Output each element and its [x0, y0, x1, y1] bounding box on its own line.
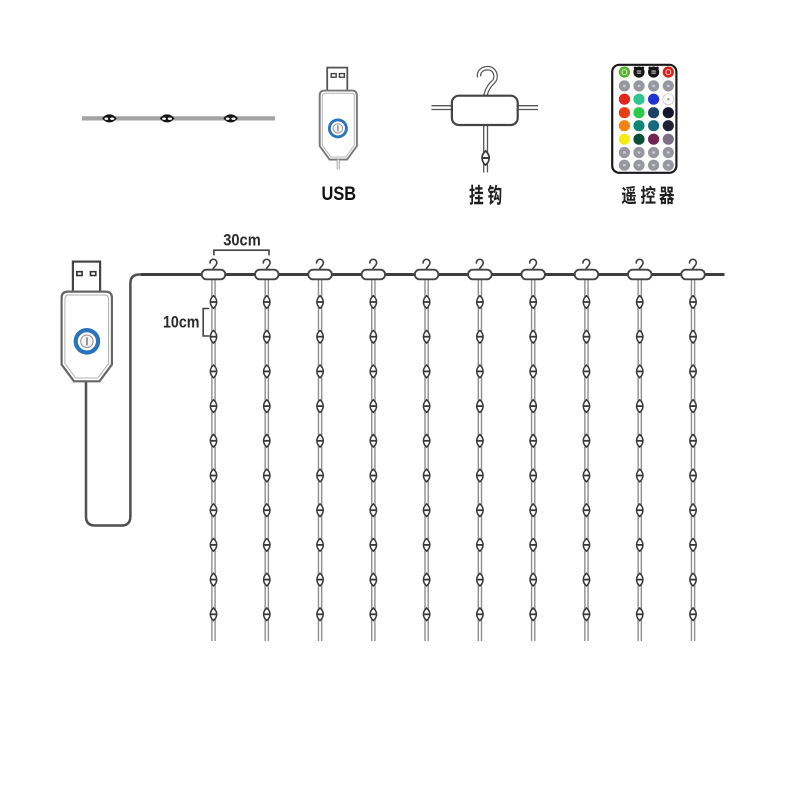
- svg-text:10cm: 10cm: [163, 313, 200, 332]
- svg-text:30cm: 30cm: [223, 231, 261, 250]
- svg-text:USB: USB: [322, 183, 357, 205]
